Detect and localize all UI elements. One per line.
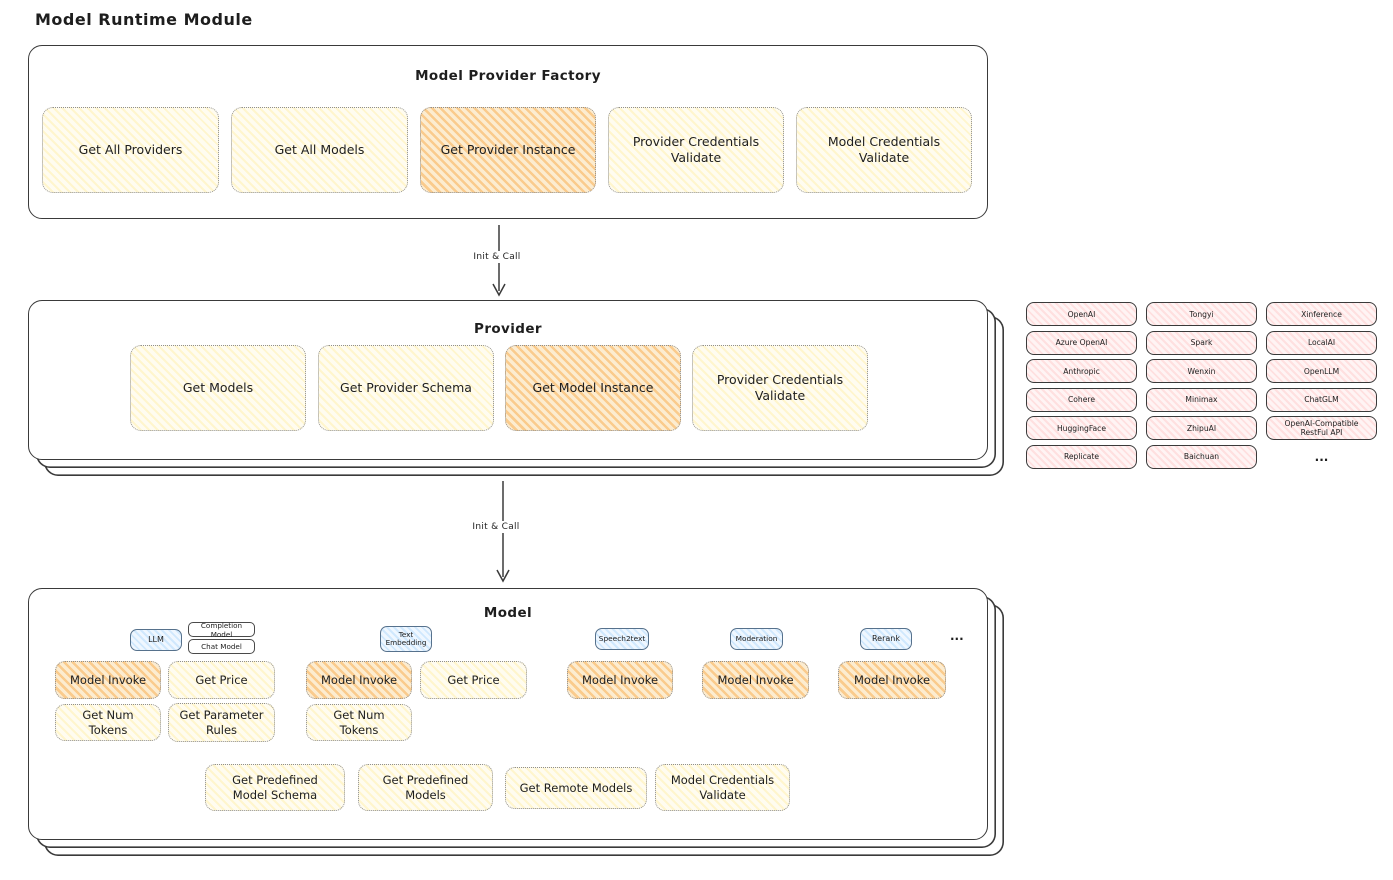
- provider-pill-azure-openai: Azure OpenAI: [1026, 330, 1137, 355]
- provider-pill-replicate: Replicate: [1026, 444, 1137, 469]
- get-predefined-models: Get Predefined Models: [358, 764, 493, 811]
- page-title: Model Runtime Module: [35, 10, 253, 29]
- arrow-provider-to-model: [496, 481, 510, 583]
- provider-pill-anthropic: Anthropic: [1026, 359, 1137, 383]
- provider-get-models: Get Models: [130, 345, 306, 431]
- llm-get-price: Get Price: [168, 661, 275, 699]
- provider-pill-localai: LocalAI: [1266, 330, 1377, 355]
- providers-list: OpenAI Tongyi Xinference Azure OpenAI Sp…: [1026, 302, 1377, 469]
- tab-speech2text: Speech2text: [595, 628, 649, 650]
- llm-model-invoke: Model Invoke: [55, 661, 161, 699]
- provider-pill-wenxin: Wenxin: [1146, 359, 1257, 383]
- tabs-more-ellipsis: ...: [950, 629, 964, 643]
- get-remote-models: Get Remote Models: [505, 767, 647, 809]
- tab-completion-model: Completion Model: [188, 621, 255, 639]
- provider-get-model-instance: Get Model Instance: [505, 345, 681, 431]
- llm-get-parameter-rules: Get Parameter Rules: [168, 703, 275, 742]
- factory-get-all-providers: Get All Providers: [42, 107, 219, 193]
- provider-title: Provider: [474, 321, 542, 337]
- factory-title: Model Provider Factory: [415, 68, 601, 84]
- provider-pill-tongyi: Tongyi: [1146, 302, 1257, 326]
- provider-pill-xinference: Xinference: [1266, 302, 1377, 326]
- factory-get-all-models: Get All Models: [231, 107, 408, 193]
- provider-pill-huggingface: HuggingFace: [1026, 416, 1137, 440]
- embedding-get-num-tokens: Get Num Tokens: [306, 704, 412, 741]
- arrow-label-init-call-2: Init & Call: [468, 521, 524, 533]
- embedding-model-invoke: Model Invoke: [306, 661, 412, 699]
- provider-pill-chatglm: ChatGLM: [1266, 387, 1377, 412]
- factory-get-provider-instance: Get Provider Instance: [420, 107, 596, 193]
- provider-pill-zhipuai: ZhipuAI: [1146, 416, 1257, 440]
- provider-get-provider-schema: Get Provider Schema: [318, 345, 494, 431]
- provider-provider-credentials-validate: Provider Credentials Validate: [692, 345, 868, 431]
- model-credentials-validate: Model Credentials Validate: [655, 764, 790, 811]
- tab-rerank: Rerank: [860, 628, 912, 650]
- provider-pill-minimax: Minimax: [1146, 387, 1257, 412]
- tab-moderation: Moderation: [730, 628, 783, 650]
- factory-provider-credentials-validate: Provider Credentials Validate: [608, 107, 784, 193]
- tab-text-embedding: Text Embedding: [380, 626, 432, 652]
- model-title: Model: [483, 605, 533, 621]
- moderation-model-invoke: Model Invoke: [702, 661, 809, 699]
- provider-pill-openai: OpenAI: [1026, 302, 1137, 326]
- rerank-model-invoke: Model Invoke: [838, 661, 946, 699]
- provider-pill-cohere: Cohere: [1026, 387, 1137, 412]
- providers-more-ellipsis: ...: [1314, 449, 1329, 464]
- embedding-get-price: Get Price: [420, 661, 527, 699]
- speech2text-model-invoke: Model Invoke: [567, 661, 673, 699]
- llm-get-num-tokens: Get Num Tokens: [55, 704, 161, 741]
- provider-pill-spark: Spark: [1146, 330, 1257, 355]
- arrow-label-init-call-1: Init & Call: [469, 251, 525, 263]
- factory-model-credentials-validate: Model Credentials Validate: [796, 107, 972, 193]
- tab-chat-model: Chat Model: [188, 639, 255, 654]
- tab-llm: LLM: [130, 629, 182, 651]
- get-predefined-model-schema: Get Predefined Model Schema: [205, 764, 345, 811]
- provider-pill-openllm: OpenLLM: [1266, 359, 1377, 383]
- provider-pill-openai-compatible: OpenAI-Compatible RestFul API: [1266, 416, 1377, 440]
- provider-pill-baichuan: Baichuan: [1146, 444, 1257, 469]
